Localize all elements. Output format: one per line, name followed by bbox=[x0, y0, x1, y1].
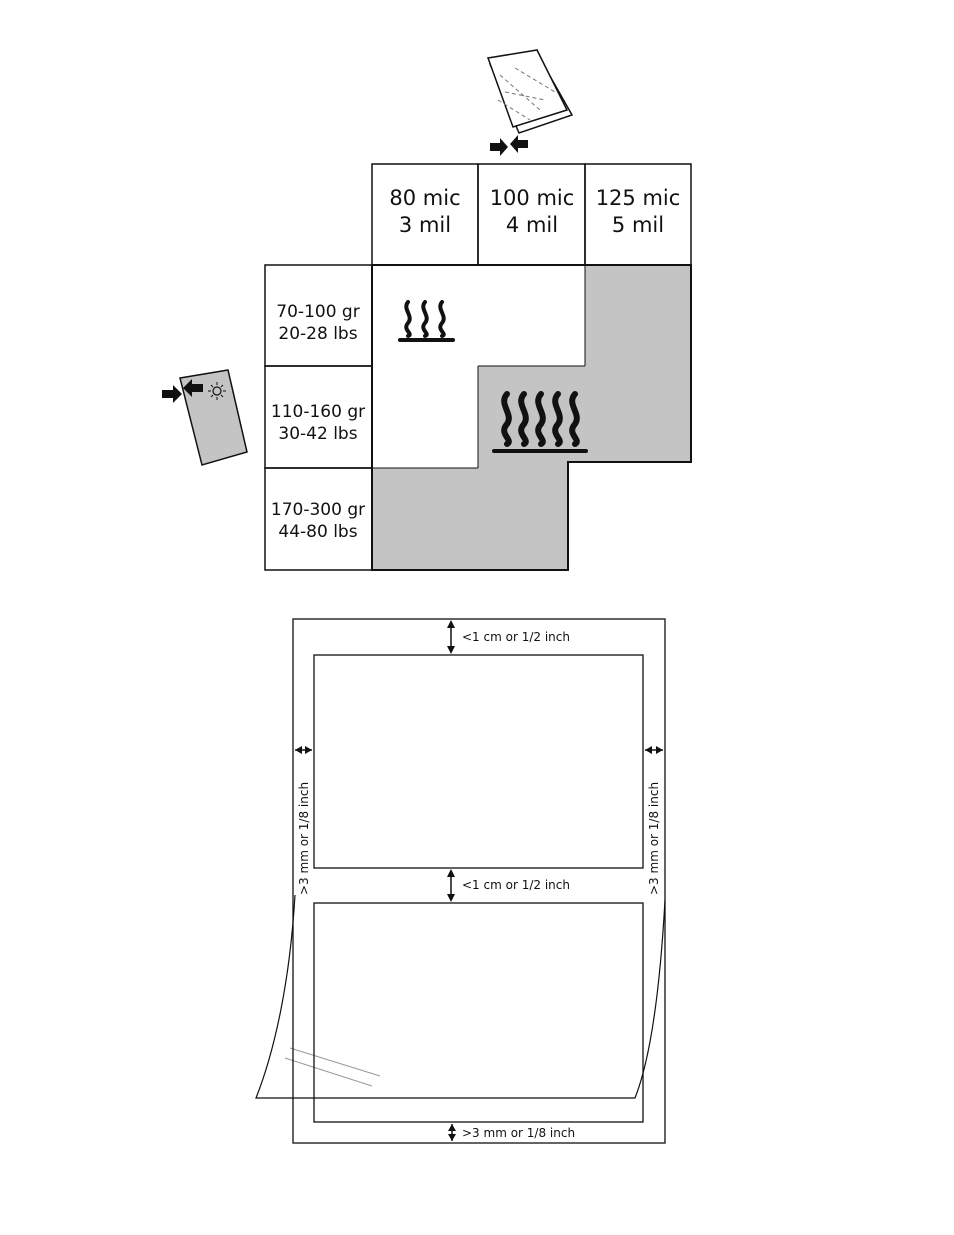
col-header-mil-2: 4 mil bbox=[506, 213, 558, 237]
right-margin-label: >3 mm or 1/8 inch bbox=[647, 782, 661, 895]
top-margin-label: <1 cm or 1/2 inch bbox=[462, 630, 570, 644]
high-heat-icon bbox=[492, 391, 588, 453]
col-header-mic-2: 100 mic bbox=[490, 186, 575, 210]
table-grid bbox=[264, 163, 692, 571]
card-top bbox=[313, 654, 644, 869]
left-margin-label: >3 mm or 1/8 inch bbox=[297, 782, 311, 895]
between-margin-label: <1 cm or 1/2 inch bbox=[462, 878, 570, 892]
row-header-gr-3: 170-300 gr bbox=[271, 500, 365, 520]
row-header-lbs-3: 44-80 lbs bbox=[278, 522, 357, 542]
col-header-mic-1: 80 mic bbox=[389, 186, 460, 210]
not-recommended-area bbox=[372, 265, 691, 570]
outer-sheet bbox=[292, 618, 666, 1144]
dimension-arrows bbox=[295, 620, 663, 1141]
row-header-gr-1: 70-100 gr bbox=[276, 302, 359, 322]
card-bottom bbox=[313, 902, 644, 1123]
row-header-gr-2: 110-160 gr bbox=[271, 402, 365, 422]
col-header-mil-1: 3 mil bbox=[399, 213, 451, 237]
bottom-margin-label: >3 mm or 1/8 inch bbox=[462, 1126, 575, 1140]
col-header-mil-3: 5 mil bbox=[612, 213, 664, 237]
col-header-mic-3: 125 mic bbox=[596, 186, 681, 210]
low-heat-icon bbox=[398, 300, 455, 342]
sheet-layout bbox=[255, 618, 666, 1144]
row-header-lbs-1: 20-28 lbs bbox=[278, 324, 357, 344]
pouch-thickness-icon bbox=[486, 49, 574, 156]
paper-weight-icon bbox=[162, 369, 248, 466]
row-header-lbs-2: 30-42 lbs bbox=[278, 424, 357, 444]
pouch-curl bbox=[255, 894, 666, 1099]
